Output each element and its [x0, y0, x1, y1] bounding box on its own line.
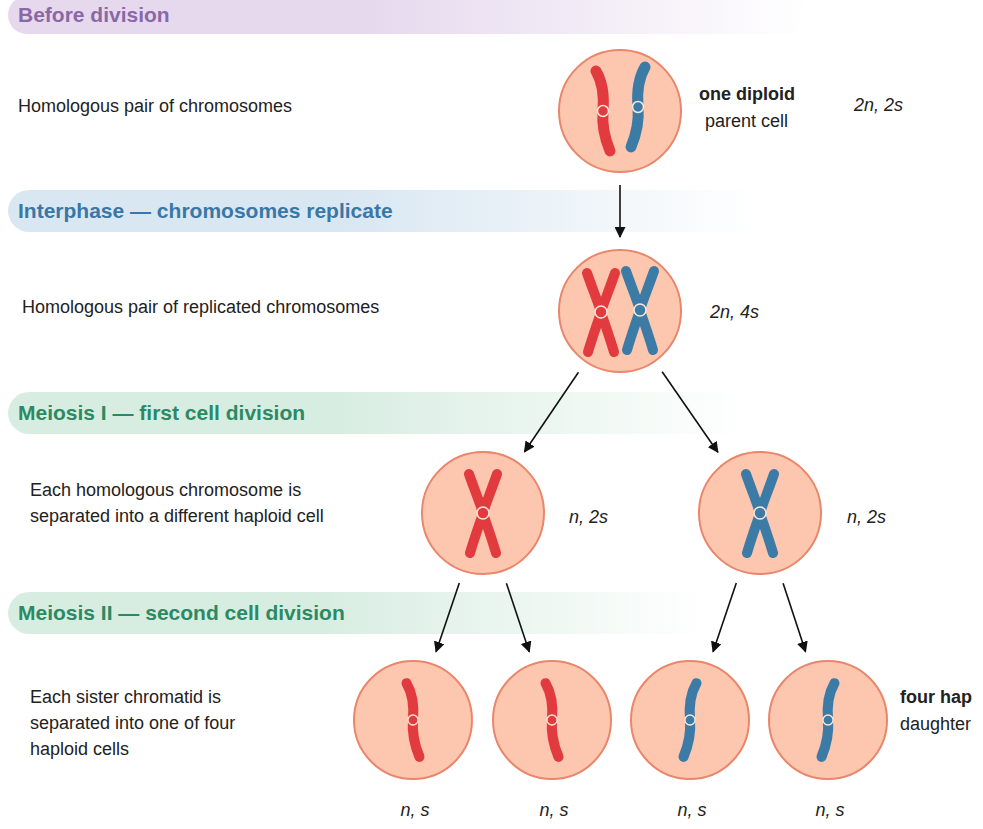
cell-label: n, s: [494, 799, 614, 821]
stage-heading: Meiosis II — second cell division: [18, 601, 345, 625]
stage-heading: Before division: [18, 3, 170, 27]
division-arrow: [525, 372, 579, 452]
cell-label: parent cell: [705, 110, 788, 132]
stage-heading: Interphase — chromosomes replicate: [18, 199, 393, 223]
stage-band: Interphase — chromosomes replicate: [8, 190, 758, 232]
cell-circle: n, s: [768, 660, 888, 780]
cell-circle: 2n, 4s: [558, 249, 682, 373]
cell-label: one diploid: [699, 83, 795, 105]
red-replicated-chromosome: [587, 273, 615, 352]
cell-circle: n, s: [353, 660, 473, 780]
stage-description: Homologous pair of replicated chromosome…: [22, 294, 379, 320]
cell-circle: n, 2s: [698, 451, 822, 575]
cell-label: n, 2s: [569, 506, 608, 528]
red-chromosome: [596, 71, 610, 151]
stage-band: Meiosis I — first cell division: [8, 392, 748, 434]
stage-description: Each homologous chromosome is separated …: [30, 477, 350, 529]
division-arrow: [783, 583, 805, 651]
blue-replicated-chromosome: [746, 474, 774, 553]
blue-chromatid: [822, 683, 835, 757]
cell-label: n, 2s: [847, 506, 886, 528]
division-arrow: [713, 583, 736, 652]
stage-heading: Meiosis I — first cell division: [18, 401, 305, 425]
cell-label: n, s: [770, 799, 890, 821]
division-arrow: [436, 583, 459, 652]
cell-circle: n, s: [630, 660, 750, 780]
blue-chromatid: [684, 683, 697, 757]
division-arrow: [506, 583, 529, 651]
stage-description: Each sister chromatid is separated into …: [30, 684, 270, 762]
cell-label: n, s: [632, 799, 752, 821]
cropped-caption: four hap: [900, 684, 972, 710]
red-replicated-chromosome: [469, 474, 497, 553]
division-arrow: [662, 372, 718, 452]
stage-band: Meiosis II — second cell division: [8, 592, 708, 634]
red-chromatid: [407, 683, 420, 757]
cell-circle: n, s: [492, 660, 612, 780]
cell-circle: n, 2s: [421, 451, 545, 575]
cell-circle: one diploidparent cell2n, 2s: [558, 49, 682, 173]
cell-label: 2n, 4s: [710, 301, 759, 323]
stage-band: Before division: [8, 0, 808, 34]
cell-label: n, s: [355, 799, 475, 821]
blue-replicated-chromosome: [626, 271, 654, 350]
division-arrow: [619, 185, 621, 237]
cropped-caption: daughter: [900, 711, 971, 737]
blue-chromosome: [631, 67, 645, 147]
cell-label: 2n, 2s: [854, 94, 903, 116]
stage-description: Homologous pair of chromosomes: [18, 93, 292, 119]
red-chromatid: [546, 683, 559, 757]
